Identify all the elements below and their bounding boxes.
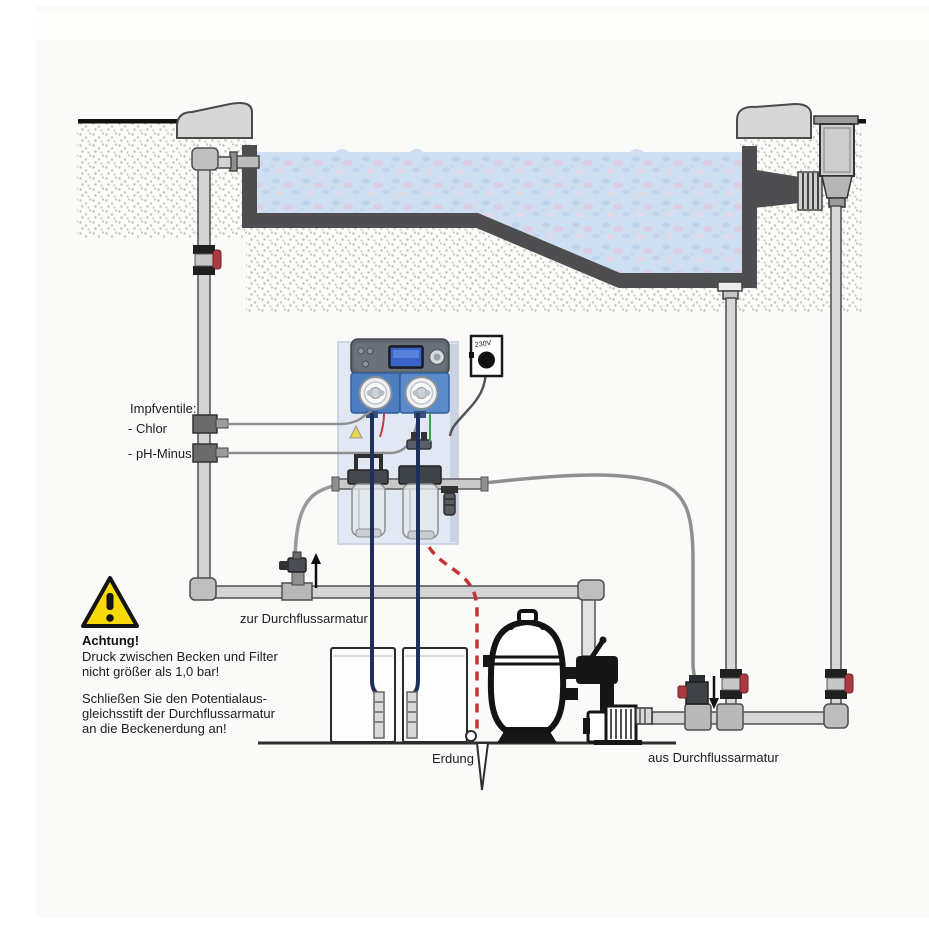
label-from-flow-fitting: aus Durchflussarmatur: [648, 750, 779, 765]
grounding-connection: [427, 546, 490, 791]
suction-lance-2: [406, 691, 418, 739]
red-valve-handle: [677, 685, 688, 699]
label-to-flow-fitting: zur Durchflussarmatur: [240, 611, 369, 626]
filter-vessel: [487, 618, 567, 733]
controller-button: [357, 347, 365, 355]
photo-highlight-band: [36, 12, 929, 40]
filter-base: [497, 730, 557, 743]
sand-filter: [483, 609, 578, 743]
return-pipe-horizontal: [199, 585, 591, 599]
return-pipe-vertical: [197, 161, 211, 587]
multiport-valve-handle: [587, 639, 605, 663]
ground-surface-line-left: [78, 119, 178, 124]
warning-pressure-line2: nicht größer als 1,0 bar!: [82, 664, 219, 679]
red-valve-handle: [212, 249, 222, 270]
diagram-labels: Impfventile: - Chlor - pH-Minus zur Durc…: [82, 401, 779, 766]
pump-inlet-union: [635, 707, 653, 725]
dosing-pump-ph-minus: [399, 372, 450, 418]
label-chlorine: - Chlor: [128, 421, 168, 436]
flow-down-arrow-icon: [709, 676, 719, 709]
controller-button: [362, 360, 369, 368]
skimmer-pipe-vertical: [830, 205, 842, 715]
skimmer-channel: [744, 168, 800, 209]
panel-edge-shadow: [450, 344, 458, 542]
red-valve-handle: [739, 673, 749, 694]
suction-lance-1: [373, 691, 385, 739]
ball-valve-skimmer-line: [825, 669, 854, 699]
pool-water: [257, 149, 742, 273]
pool: [176, 102, 859, 300]
injection-valve-chlorine: [192, 414, 229, 434]
red-valve-handle: [844, 673, 854, 694]
power-plug-icon: [478, 351, 495, 369]
pump-base: [594, 740, 642, 745]
elbow-to-filter: [577, 579, 605, 601]
power-socket: 230V: [448, 334, 504, 437]
controller-button: [366, 347, 374, 355]
filter-lid: [517, 609, 538, 624]
warning-ground-line2: gleichsstift der Durchflussarmatur: [82, 706, 276, 721]
circulation-pump: [583, 704, 653, 745]
canister-chlorine: [330, 647, 396, 743]
tap-valve-to-flow-fitting: [279, 551, 313, 601]
air-above-water: [250, 126, 740, 152]
pipe-to-filter-valve: [581, 599, 596, 657]
elbow-top-left: [191, 147, 219, 171]
ball-valve-drain-line: [720, 669, 749, 699]
dosing-controller: [350, 338, 450, 376]
ball-valve-return-line: [193, 245, 222, 275]
label-grounding: Erdung: [432, 751, 474, 766]
warning-pressure-line1: Druck zwischen Becken und Filter: [82, 649, 278, 664]
measuring-cell-2-electrodes: [398, 432, 442, 540]
warning-ground-line3: an die Beckenerdung an!: [82, 721, 227, 736]
warning-triangle-icon: [81, 576, 139, 628]
warning-ground-line1: Schließen Sie den Potentialaus-: [82, 691, 267, 706]
power-cable: [448, 367, 488, 437]
coping-stone-right: [736, 102, 813, 139]
warning-title: Achtung!: [82, 633, 139, 648]
suction-tubes: [370, 412, 431, 739]
level-tube-red: [379, 412, 385, 438]
tee-check-valve: [684, 703, 712, 731]
soil-left-block: [77, 123, 246, 238]
tee-drain-pipe: [716, 703, 744, 731]
panel-warning-sticker-icon: [349, 424, 363, 439]
chlorine-tube: [227, 410, 372, 426]
filter-port-lower: [561, 688, 578, 700]
check-valve-from-flow-fitting: [677, 675, 709, 705]
skimmer-body: [813, 115, 859, 208]
flow-fitting-side-port: [441, 486, 458, 516]
flow-fitting-assembly: [293, 432, 697, 680]
coping-stone-left: [176, 102, 253, 139]
pump-head: [586, 710, 608, 744]
elbow-bottom-right: [823, 703, 849, 729]
skimmer-connector: [797, 171, 823, 211]
label-injection-valves-heading: Impfventile:: [130, 401, 196, 416]
pool-inlet-fitting: [213, 151, 260, 172]
dosing-pump-chlorine: [350, 372, 401, 418]
drain-pipe-vertical: [725, 297, 737, 715]
pool-wall: [242, 145, 757, 288]
label-ph-minus: - pH-Minus: [128, 446, 192, 461]
elbow-bottom-left: [189, 577, 217, 601]
filter-port-upper: [561, 667, 578, 679]
ground-clamp: [465, 730, 477, 742]
hose-to-check-valve: [483, 473, 697, 680]
ground-spike-icon: [475, 742, 490, 791]
measuring-cell-1: [347, 454, 389, 538]
socket-voltage-label: 230V: [475, 340, 492, 349]
flow-up-arrow-icon: [311, 553, 321, 588]
